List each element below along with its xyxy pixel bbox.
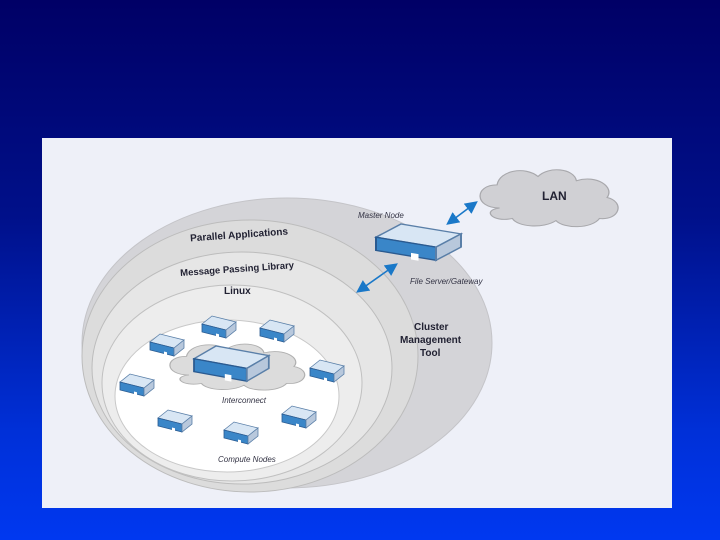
interconnect-label: Interconnect bbox=[222, 396, 267, 405]
cluster-management-tool-label-line1: Cluster bbox=[414, 322, 449, 333]
cluster-architecture-diagram: LAN Interconnect Compute Nodes Master No… bbox=[81, 169, 619, 493]
cluster-management-tool-label-line3: Tool bbox=[420, 348, 441, 359]
file-server-gateway-label: File Server/Gateway bbox=[410, 277, 483, 286]
cluster-management-tool-label-line2: Management bbox=[400, 335, 462, 346]
master-node-label: Master Node bbox=[358, 211, 404, 220]
double-arrow-icon bbox=[446, 201, 478, 225]
compute-nodes-label: Compute Nodes bbox=[218, 455, 276, 464]
diagram-panel: LAN Interconnect Compute Nodes Master No… bbox=[42, 138, 672, 508]
linux-label: Linux bbox=[224, 286, 251, 297]
lan-label: LAN bbox=[542, 189, 567, 203]
double-arrow-icon bbox=[356, 263, 398, 293]
